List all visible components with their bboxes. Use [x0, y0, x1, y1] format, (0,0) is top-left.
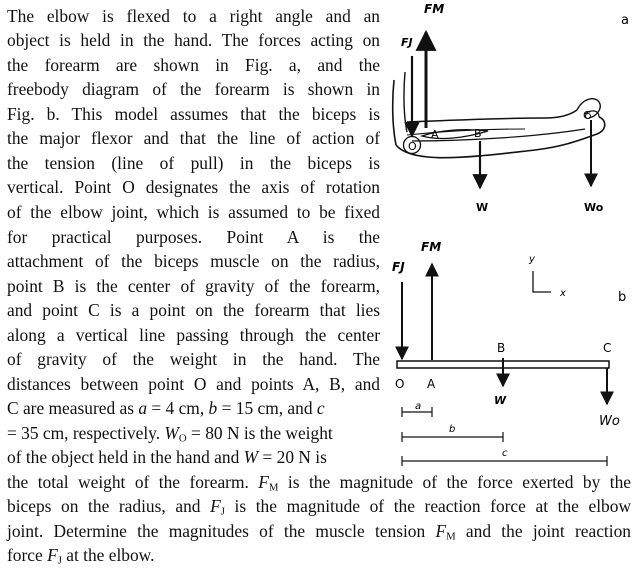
point-a-label: A — [431, 128, 439, 141]
hand-outline — [584, 110, 600, 118]
upper-arm-outline — [391, 79, 397, 146]
hand-outline — [576, 98, 601, 119]
dimension-a-label: a — [415, 401, 421, 412]
text-line: the major flexor and that the line of ac… — [7, 128, 380, 148]
w-label: W — [476, 201, 488, 214]
text-line: of the object held in the hand and W = 2… — [7, 447, 327, 467]
text-line: the forearm are shown in Fig. a, and the — [7, 55, 380, 75]
fm-label: FM — [421, 240, 441, 254]
fj-label: FJ — [392, 260, 405, 274]
ball-in-hand — [584, 112, 592, 120]
point-a-label: A — [427, 377, 436, 391]
text-line: Fig. b. This model assumes that the bice… — [7, 104, 380, 124]
text-line: C are measured as a = 4 cm, b = 15 cm, a… — [7, 398, 325, 418]
radius-bone — [411, 128, 586, 142]
point-o-label: O — [408, 140, 417, 153]
text-line: force FJ at the elbow. — [7, 545, 155, 567]
text-line: of gravity of the weight in the hand. Th… — [7, 349, 380, 369]
point-b-label: B — [474, 127, 482, 140]
forearm-figure: a O A B C FM FJ W Wo — [391, 2, 629, 466]
dimension-lines — [401, 407, 608, 466]
text-line: distances between point O and points A, … — [7, 374, 380, 394]
w-label: W — [494, 394, 507, 407]
forearm-lower-outline — [395, 116, 606, 159]
text-line: attachment of the biceps muscle on the r… — [7, 251, 380, 271]
text-line: the total weight of the forearm. FM is t… — [7, 472, 632, 494]
figure-b: b FJ FM y x O A B C W Wo — [392, 240, 626, 466]
text-line: along a vertical line passing through th… — [7, 325, 380, 345]
fj-label: FJ — [401, 36, 413, 49]
point-o-label: O — [395, 377, 404, 391]
text-line: and point C is a point on the forearm th… — [7, 300, 380, 320]
text-line: = 35 cm, respectively. WO = 80 N is the … — [7, 423, 333, 445]
point-b-label: B — [497, 341, 505, 355]
text-line: object is held in the hand. The forces a… — [7, 30, 380, 50]
figure-a: a O A B C FM FJ W Wo — [391, 2, 629, 214]
dimension-c-label: c — [502, 448, 508, 459]
text-line: vertical. Point O designates the axis of… — [7, 177, 380, 197]
fm-label: FM — [424, 2, 444, 16]
wo-label: Wo — [584, 201, 604, 214]
figure-b-label: b — [618, 290, 626, 305]
forearm-upper-outline — [406, 109, 578, 123]
text-line: the tension (line of pull) in the biceps… — [7, 153, 380, 173]
text-line: point B is the center of gravity of the … — [7, 276, 380, 296]
coordinate-axes — [532, 271, 551, 293]
text-line: The elbow is flexed to a right angle and… — [7, 6, 380, 26]
dimension-b-label: b — [449, 424, 455, 435]
point-c-label: C — [603, 341, 611, 355]
y-axis-label: y — [528, 254, 536, 265]
point-c-label: C — [583, 109, 591, 122]
upper-arm-outline — [403, 71, 408, 133]
text-line: of the elbow joint, which is assumed to … — [7, 202, 380, 222]
figure-a-label: a — [621, 13, 629, 28]
text-line: biceps on the radius, and FJ is the magn… — [7, 496, 631, 518]
text-line: for practical purposes. Point A is the — [7, 227, 380, 247]
x-axis-label: x — [559, 288, 566, 299]
wo-label: Wo — [599, 414, 620, 429]
text-line: joint. Determine the magnitudes of the m… — [7, 521, 631, 543]
biceps-muscle — [419, 129, 489, 140]
text-line: freebody diagram of the forearm is shown… — [7, 79, 380, 99]
